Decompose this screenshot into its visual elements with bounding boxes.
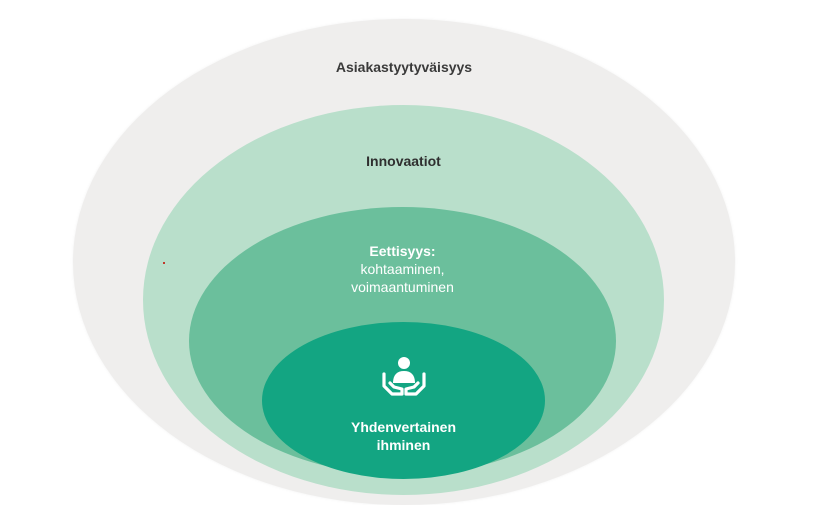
- ring-equal-human-line2: ihminen: [376, 437, 431, 453]
- ring-equal-human-line1: Yhdenvertainen: [350, 419, 457, 435]
- ring-ethics-title: Eettisyys:: [369, 243, 436, 259]
- ring-customer-satisfaction-label: Asiakastyytyväisyys: [335, 59, 473, 75]
- ring-innovations-label: Innovaatiot: [366, 153, 441, 169]
- ring-equal-human-label: Yhdenvertainen ihminen: [262, 418, 545, 454]
- person-in-hands-icon: [382, 357, 426, 396]
- ring-ethics-line2: voimaantuminen: [351, 279, 454, 295]
- ring-equal-human: [262, 322, 545, 479]
- ring-ethics-line1: kohtaaminen,: [360, 261, 445, 277]
- stray-dot: [163, 262, 165, 264]
- ring-ethics-label: Eettisyys: kohtaaminen, voimaantuminen: [189, 242, 616, 296]
